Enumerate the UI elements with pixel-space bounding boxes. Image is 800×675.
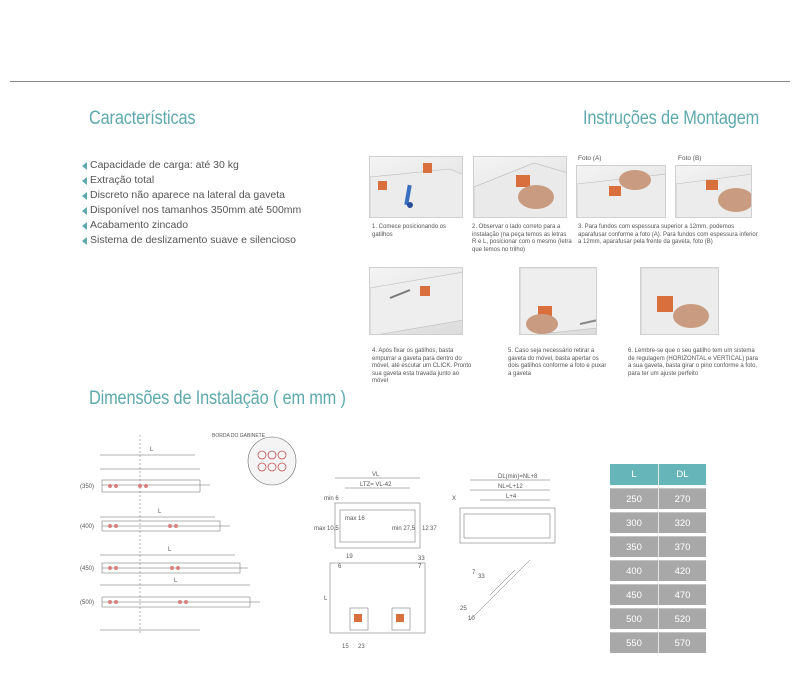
dim-min275: min 27,5 bbox=[392, 526, 416, 532]
step-3-text: 3. Para fundos com espessura superior a … bbox=[578, 224, 758, 246]
feature-item: Sistema de deslizamento suave e silencio… bbox=[82, 233, 301, 248]
step-6-photo bbox=[640, 267, 719, 335]
table-header-row: L DL bbox=[610, 464, 706, 485]
side-dim-25: 25 bbox=[460, 606, 467, 612]
step-6-text: 6. Lembre-se que o seu gatilho tem um si… bbox=[628, 348, 758, 377]
side-section-drawing: DL(min)=NL+8 NL=L+12 L+4 X 33 7 25 10 bbox=[450, 470, 560, 630]
dim-15: 15 bbox=[342, 644, 349, 650]
rail-3-length-label: L bbox=[168, 547, 172, 553]
step-1-photo bbox=[369, 156, 463, 218]
dim-23: 23 bbox=[358, 644, 365, 650]
bullet-arrow-icon bbox=[82, 206, 87, 215]
bullet-arrow-icon bbox=[82, 176, 87, 185]
rail-size-500: (500) bbox=[80, 600, 94, 606]
photo-a-label: Foto (A) bbox=[578, 155, 602, 162]
dim-33: 33 bbox=[418, 556, 425, 562]
table-header-l: L bbox=[610, 464, 658, 485]
dim-ltz: LTZ= VL-42 bbox=[360, 482, 392, 488]
step-5-text: 5. Caso seja necessário retirar a gaveta… bbox=[508, 348, 607, 377]
step-1-text: 1. Comece posicionando os gatilhos bbox=[372, 224, 447, 238]
feature-item: Extração total bbox=[82, 173, 301, 188]
dim-12: 12 bbox=[422, 526, 429, 532]
features-list: Capacidade de carga: até 30 kg Extração … bbox=[82, 158, 301, 248]
step-3a-photo bbox=[576, 165, 666, 218]
step-2-photo bbox=[473, 156, 567, 218]
bullet-arrow-icon bbox=[82, 191, 87, 200]
dim-37: 37 bbox=[430, 526, 437, 532]
bullet-arrow-icon bbox=[82, 221, 87, 230]
dim-19: 19 bbox=[346, 554, 353, 560]
dim-7: 7 bbox=[418, 564, 422, 570]
step-4-photo bbox=[369, 267, 463, 335]
side-dim-10: 10 bbox=[468, 616, 475, 622]
assembly-title: Instruções de Montagem bbox=[583, 108, 760, 129]
dim-vl: VL bbox=[372, 472, 380, 478]
rail-2-length-label: L bbox=[158, 509, 162, 515]
feature-item: Discreto não aparece na lateral da gavet… bbox=[82, 188, 301, 203]
detail-label: BORDA DO GABINETE bbox=[212, 433, 266, 439]
side-dim-7: 7 bbox=[472, 570, 476, 576]
step-2-text: 2. Observar o lado correto para a instal… bbox=[472, 224, 572, 253]
front-section-drawing: VL LTZ= VL-42 max 16 min 6 max 10,5 min … bbox=[310, 468, 440, 653]
bullet-arrow-icon bbox=[82, 236, 87, 245]
feature-item: Acabamento zincado bbox=[82, 218, 301, 233]
top-divider bbox=[10, 81, 790, 82]
dim-6: 6 bbox=[338, 564, 342, 570]
step-3b-photo bbox=[675, 165, 752, 218]
dim-l4: L+4 bbox=[506, 494, 517, 500]
step-5-photo bbox=[519, 267, 597, 335]
side-dim-33: 33 bbox=[478, 574, 485, 580]
rail-4-length-label: L bbox=[174, 578, 178, 584]
photo-b-label: Foto (B) bbox=[678, 155, 702, 162]
step-4-text: 4. Após fixar os gatilhos, basta empurra… bbox=[372, 348, 472, 385]
feature-item: Capacidade de carga: até 30 kg bbox=[82, 158, 301, 173]
table-header-dl: DL bbox=[658, 464, 706, 485]
dim-l: L bbox=[324, 596, 328, 602]
rail-size-450: (450) bbox=[80, 566, 94, 572]
dim-x: X bbox=[452, 496, 456, 502]
dim-min6: min 6 bbox=[324, 496, 339, 502]
bullet-arrow-icon bbox=[82, 161, 87, 170]
rail-size-350: (350) bbox=[80, 484, 94, 490]
rail-size-400: (400) bbox=[80, 524, 94, 530]
dim-dl: DL(min)=NL+8 bbox=[498, 474, 538, 480]
feature-item: Disponível nos tamanhos 350mm até 500mm bbox=[82, 203, 301, 218]
features-title: Características bbox=[89, 108, 196, 129]
cabinet-edge-detail: BORDA DO GABINETE bbox=[210, 425, 300, 500]
dim-max16: max 16 bbox=[345, 516, 365, 522]
dim-max105: max 10,5 bbox=[314, 526, 339, 532]
dim-nl: NL=L+12 bbox=[498, 484, 523, 490]
rail-1-length-label: L bbox=[150, 447, 154, 453]
dimensions-title: Dimensões de Instalação ( em mm ) bbox=[89, 388, 346, 409]
rail-dimension-drawings: L L L L (350) (400) (450) (500) bbox=[80, 425, 270, 645]
